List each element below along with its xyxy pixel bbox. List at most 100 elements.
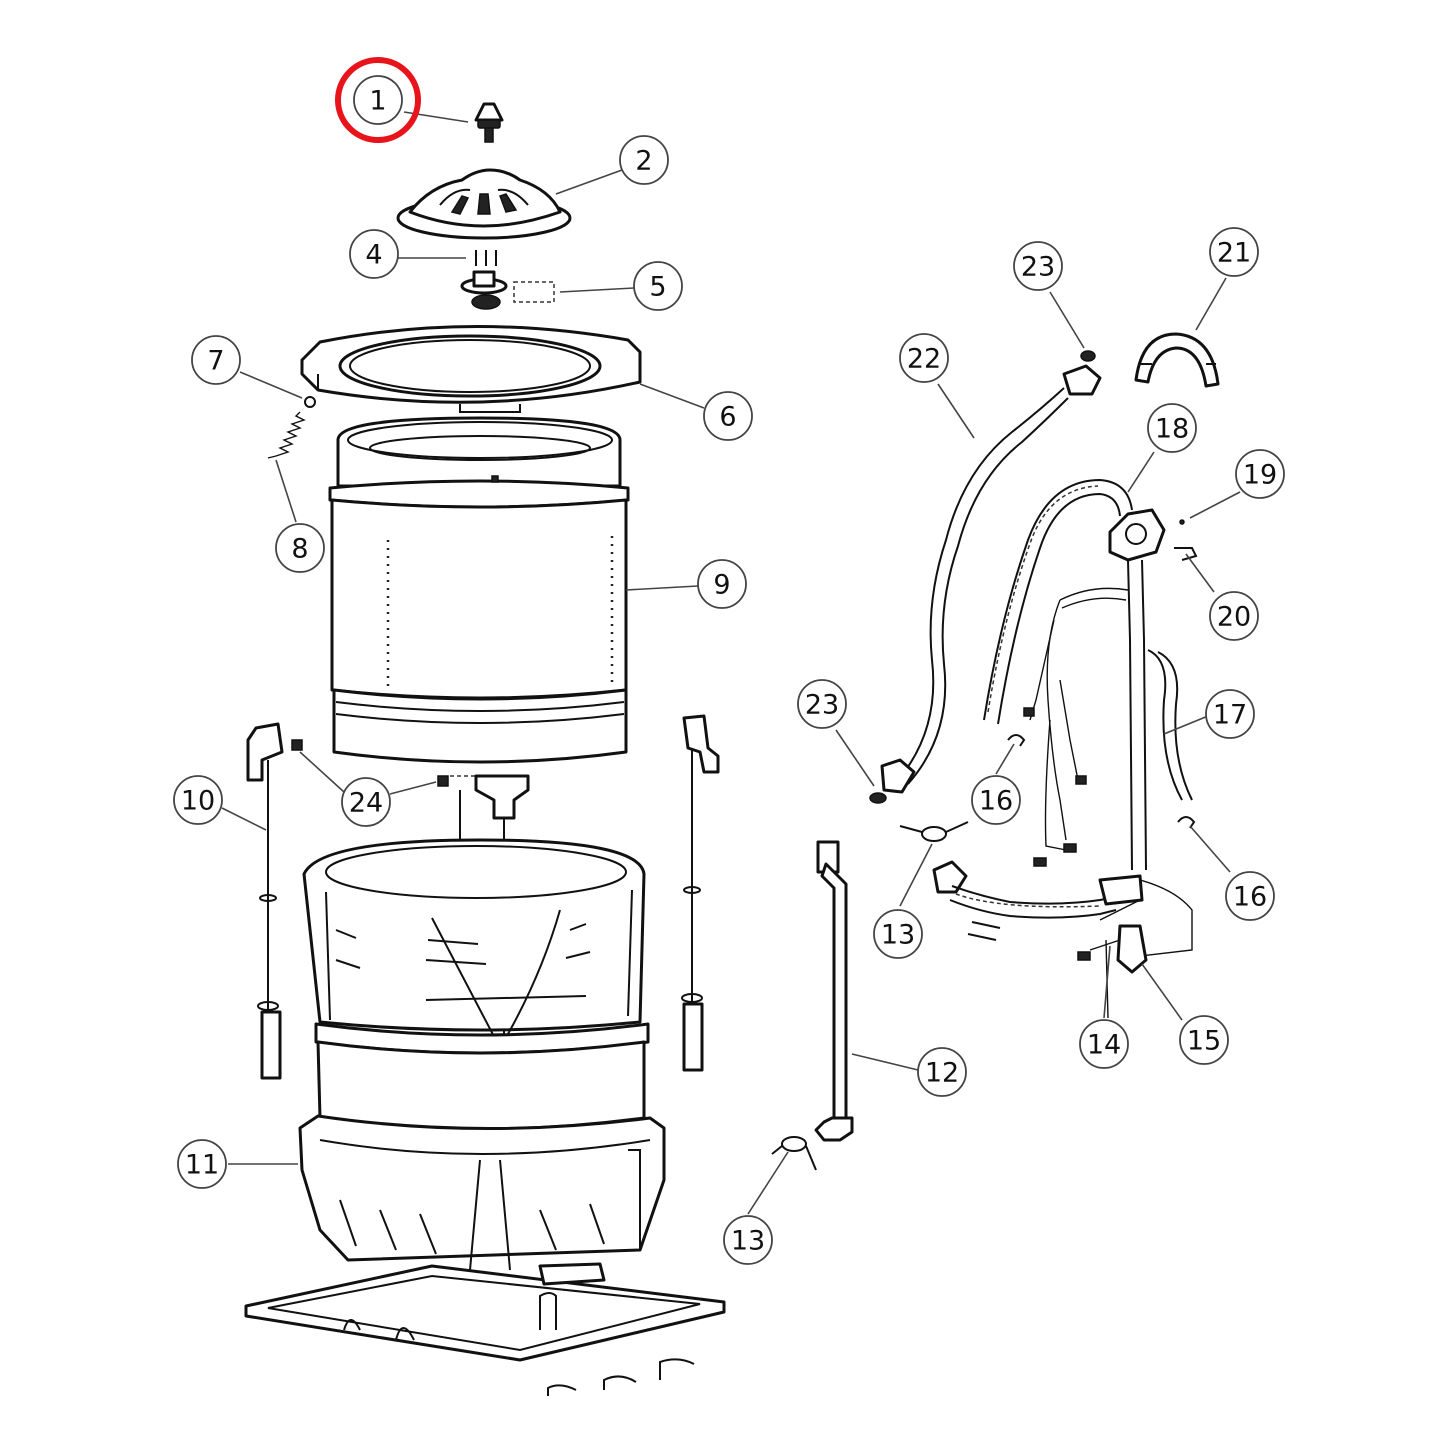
callout-number: 23 xyxy=(1021,252,1055,283)
callout-number: 24 xyxy=(349,788,383,819)
part-clip-lower xyxy=(1177,816,1196,829)
callout-20: 20 xyxy=(1209,591,1259,641)
callout-bubble xyxy=(341,777,391,827)
callout-number: 16 xyxy=(1233,882,1267,913)
part-base-frame xyxy=(244,1262,726,1396)
callout-bubble xyxy=(723,1215,773,1265)
callout-number: 15 xyxy=(1187,1026,1221,1057)
callout-10: 10 xyxy=(173,775,223,825)
callout-number: 21 xyxy=(1217,238,1251,269)
callout-number: 4 xyxy=(365,240,382,271)
callout-15: 15 xyxy=(1179,1015,1229,1065)
callout-number: 2 xyxy=(635,146,652,177)
callout-bubble xyxy=(1013,241,1063,291)
callout-4: 4 xyxy=(349,229,399,279)
callout-bubble xyxy=(173,775,223,825)
callout-6: 6 xyxy=(703,391,753,441)
callout-13b: 13 xyxy=(873,909,923,959)
part-wire-harness xyxy=(1023,587,1193,961)
part-pump xyxy=(1108,508,1198,562)
callout-24: 24 xyxy=(341,777,391,827)
callout-number: 12 xyxy=(925,1058,959,1089)
callout-12: 12 xyxy=(917,1047,967,1097)
part-inlet-hose xyxy=(869,350,1102,804)
part-clip-upper xyxy=(1007,734,1026,747)
callout-21: 21 xyxy=(1209,227,1259,277)
callout-number: 17 xyxy=(1213,700,1247,731)
callout-13a: 13 xyxy=(723,1215,773,1265)
callout-18: 18 xyxy=(1147,403,1197,453)
callout-22: 22 xyxy=(899,333,949,383)
part-suspension-rod-left xyxy=(246,722,284,1080)
part-clamp-lower xyxy=(771,1136,817,1171)
callout-number: 6 xyxy=(719,402,736,433)
part-agitator-cap xyxy=(474,102,504,143)
part-suspension-rod-right xyxy=(681,714,720,1072)
part-impeller xyxy=(396,168,572,240)
callout-number: 14 xyxy=(1087,1030,1121,1061)
part-screws xyxy=(475,250,497,266)
callout-number: 7 xyxy=(207,346,224,377)
callout-number: 10 xyxy=(181,786,215,817)
callout-17: 17 xyxy=(1205,689,1255,739)
callout-bubble xyxy=(275,523,325,573)
part-spring xyxy=(267,396,316,459)
callout-bubble xyxy=(349,229,399,279)
callout-7: 7 xyxy=(191,335,241,385)
callout-2: 2 xyxy=(619,135,669,185)
callout-1: 1 xyxy=(353,75,403,125)
callout-bubble xyxy=(1205,689,1255,739)
callout-bubble xyxy=(797,679,847,729)
part-tub-ring xyxy=(300,325,642,413)
callout-bubble xyxy=(917,1047,967,1097)
callout-16b: 16 xyxy=(1225,871,1275,921)
callout-9: 9 xyxy=(697,559,747,609)
part-drain-hose xyxy=(983,478,1133,725)
part-hose-guide xyxy=(1134,332,1220,388)
callout-number: 13 xyxy=(731,1226,765,1257)
callout-bubble xyxy=(1079,1019,1129,1069)
callout-bubble xyxy=(177,1139,227,1189)
callout-bubble xyxy=(1209,227,1259,277)
callout-23b: 23 xyxy=(797,679,847,729)
callout-bubble xyxy=(619,135,669,185)
callout-bubble xyxy=(191,335,241,385)
callout-number: 1 xyxy=(369,86,386,117)
callout-11: 11 xyxy=(177,1139,227,1189)
callout-number: 20 xyxy=(1217,602,1251,633)
callout-number: 23 xyxy=(805,690,839,721)
leader-lines xyxy=(221,111,1241,1215)
callout-bubble xyxy=(633,261,683,311)
callout-14: 14 xyxy=(1079,1019,1129,1069)
part-sump-hose xyxy=(932,860,1148,974)
highlight-ring xyxy=(335,57,421,143)
part-outer-tub xyxy=(298,838,666,1271)
callout-number: 18 xyxy=(1155,414,1189,445)
callout-5: 5 xyxy=(633,261,683,311)
callout-number: 5 xyxy=(649,272,666,303)
callout-bubble xyxy=(899,333,949,383)
part-spin-basket xyxy=(328,416,630,764)
callout-bubble xyxy=(1209,591,1259,641)
callout-bubble xyxy=(971,775,1021,825)
callout-bubble xyxy=(703,391,753,441)
callout-bubble xyxy=(1235,449,1285,499)
callout-bubble xyxy=(1147,403,1197,453)
callout-8: 8 xyxy=(275,523,325,573)
part-hub-coupling xyxy=(460,270,555,310)
part-air-hose xyxy=(1127,559,1193,871)
callout-number: 8 xyxy=(291,534,308,565)
callout-bubble xyxy=(1179,1015,1229,1065)
part-clamp-upper xyxy=(899,821,969,842)
callout-bubble xyxy=(353,75,403,125)
callout-number: 9 xyxy=(713,570,730,601)
callout-23a: 23 xyxy=(1013,241,1063,291)
callout-number: 11 xyxy=(185,1150,219,1181)
callout-number: 19 xyxy=(1243,460,1277,491)
callout-number: 16 xyxy=(979,786,1013,817)
callout-bubble xyxy=(873,909,923,959)
part-drain-pipe xyxy=(814,840,854,1142)
callout-bubble xyxy=(697,559,747,609)
